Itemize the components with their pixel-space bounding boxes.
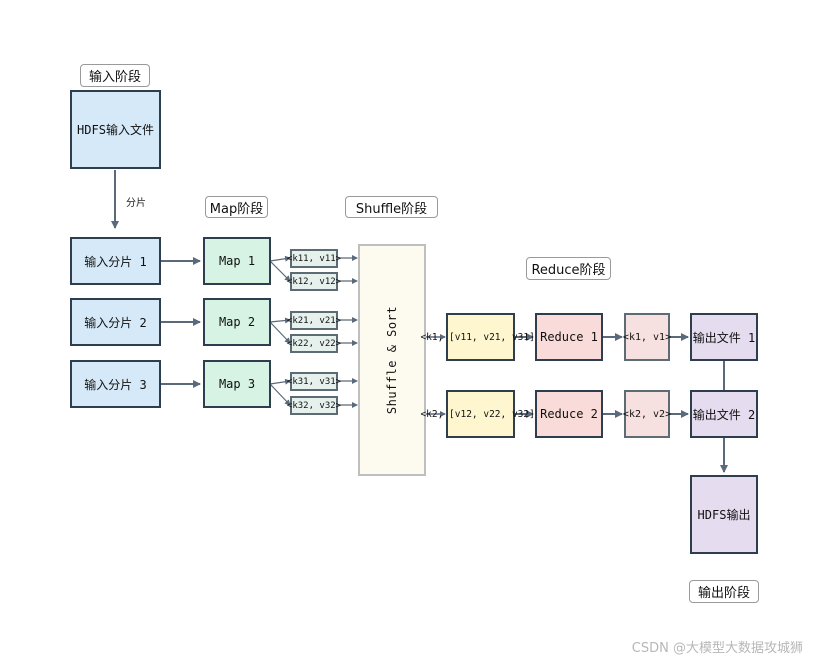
stage-label-input: 输入阶段 bbox=[80, 64, 150, 87]
input-split-3: 输入分片 3 bbox=[70, 360, 161, 408]
map-output-k32: <k32, v32> bbox=[287, 396, 341, 415]
map-output-k22: <k22, v22> bbox=[287, 334, 341, 353]
map-output-k21: <k21, v21> bbox=[287, 311, 341, 330]
map-output-k11: <k11, v11> bbox=[287, 249, 341, 268]
shuffle-sort-label: Shuffle & Sort bbox=[385, 305, 399, 415]
arrow-map2-kv22 bbox=[269, 321, 291, 344]
map-task-2: Map 2 bbox=[203, 298, 271, 346]
hdfs-output: HDFS输出 bbox=[690, 475, 758, 554]
watermark: CSDN @大模型大数据攻城狮 bbox=[631, 641, 803, 656]
arrow-map3-kv31 bbox=[269, 378, 291, 385]
reduce-task-2: Reduce 2 bbox=[535, 390, 603, 438]
reduce-output-k1: <k1, v1> bbox=[623, 313, 671, 361]
grouped-k1: <k1, [v11, v21, v31]> bbox=[420, 313, 541, 361]
shuffle-sort-block: Shuffle & Sort bbox=[358, 244, 426, 476]
input-split-2: 输入分片 2 bbox=[70, 298, 161, 346]
reduce-output-k2: <k2, v2> bbox=[623, 390, 671, 438]
arrow-map1-kv11 bbox=[269, 255, 291, 262]
reduce-task-1: Reduce 1 bbox=[535, 313, 603, 361]
split-label: 分片 bbox=[126, 198, 146, 209]
stage-label-output: 输出阶段 bbox=[689, 580, 759, 603]
map-task-3: Map 3 bbox=[203, 360, 271, 408]
hdfs-input-file: HDFS输入文件 bbox=[70, 90, 161, 169]
map-task-1: Map 1 bbox=[203, 237, 271, 285]
arrow-map3-kv32 bbox=[269, 383, 291, 406]
map-output-k31: <k31, v31> bbox=[287, 372, 341, 391]
grouped-k2: <k2, [v12, v22, v32]> bbox=[420, 390, 541, 438]
stage-label-shuffle: Shuffle阶段 bbox=[345, 196, 438, 218]
stage-label-reduce: Reduce阶段 bbox=[526, 257, 611, 280]
map-output-k12: <k12, v12> bbox=[287, 272, 341, 291]
arrow-map2-kv21 bbox=[269, 317, 291, 324]
stage-label-map: Map阶段 bbox=[205, 196, 268, 218]
arrow-map1-kv12 bbox=[269, 260, 291, 282]
output-file-2: 输出文件 2 bbox=[690, 390, 758, 438]
input-split-1: 输入分片 1 bbox=[70, 237, 161, 285]
output-file-1: 输出文件 1 bbox=[690, 313, 758, 361]
